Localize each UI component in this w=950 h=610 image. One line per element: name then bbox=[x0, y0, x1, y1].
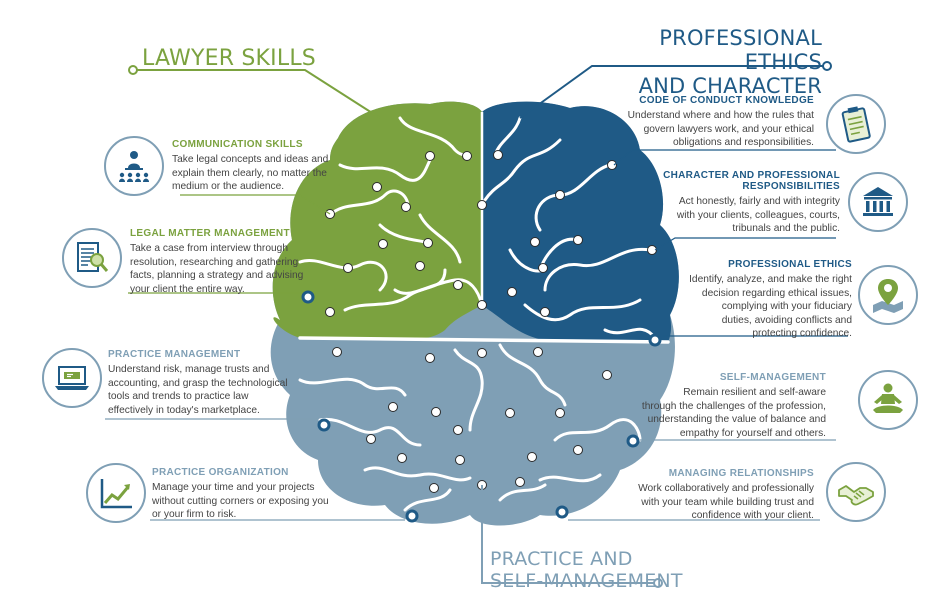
desc-line: Act honestly, fairly and with integrity bbox=[678, 196, 840, 207]
item-heading: MANAGING RELATIONSHIPS bbox=[668, 468, 814, 479]
desc-line: Understand where and how the rules that bbox=[627, 110, 814, 121]
item-heading: CODE OF CONDUCT KNOWLEDGE bbox=[639, 95, 814, 106]
presenter-icon bbox=[104, 136, 164, 196]
section-title-lawyer-skills: LAWYER SKILLS bbox=[142, 46, 316, 71]
desc-line: with your clients, colleagues, courts, bbox=[676, 209, 840, 221]
desc-line: effectively in today's marketplace. bbox=[108, 404, 260, 416]
desc-line: complying with your fiduciary bbox=[721, 301, 852, 313]
desc-line: your client the entire way. bbox=[130, 283, 245, 295]
heading-line: CHARACTER AND PROFESSIONAL bbox=[663, 170, 840, 181]
desc-line: govern lawyers work, and your ethical bbox=[643, 123, 814, 135]
brain-nodes bbox=[301, 150, 662, 523]
desc-line: or your firm to risk. bbox=[152, 509, 237, 521]
desc-line: tribunals and the public. bbox=[732, 223, 840, 235]
desc-line: Remain resilient and self-aware bbox=[683, 387, 826, 398]
section-title-line: SELF-MANAGEMENT bbox=[490, 570, 683, 592]
desc-line: duties, avoiding conflicts and bbox=[721, 314, 852, 326]
item-practice-management: PRACTICE MANAGEMENT Understand risk, man… bbox=[108, 349, 318, 417]
item-description: Take legal concepts and ideas and explai… bbox=[172, 153, 352, 194]
desc-line: accounting, and grasp the technological bbox=[108, 377, 288, 389]
desc-line: with your team while building trust and bbox=[641, 496, 814, 508]
item-managing-relationships: MANAGING RELATIONSHIPS Work collaborativ… bbox=[618, 468, 814, 523]
desc-line: Work collaboratively and professionally bbox=[638, 483, 814, 494]
section-title-line: AND CHARACTER bbox=[638, 74, 822, 98]
item-description: Understand where and how the rules that … bbox=[620, 109, 814, 150]
clipboard-icon bbox=[826, 94, 886, 154]
section-title-professional-ethics: PROFESSIONAL ETHICS AND CHARACTER bbox=[600, 26, 822, 98]
desc-line: without cutting corners or exposing you bbox=[152, 495, 329, 507]
item-description: Take a case from interview through resol… bbox=[130, 242, 320, 296]
item-self-management: SELF-MANAGEMENT Remain resilient and sel… bbox=[634, 372, 826, 440]
item-description: Manage your time and your projects witho… bbox=[152, 481, 342, 522]
section-title-practice: PRACTICE AND SELF-MANAGEMENT bbox=[490, 548, 683, 592]
desc-line: empathy for yourself and others. bbox=[679, 427, 826, 439]
item-description: Act honestly, fairly and with integrity … bbox=[628, 195, 840, 236]
desc-line: tools and trends to practice law bbox=[108, 391, 249, 403]
desc-line: medium or the audience. bbox=[172, 181, 285, 193]
desc-line: confidence with your client. bbox=[691, 510, 814, 522]
laptop-icon bbox=[42, 348, 102, 408]
item-legal-matter-management: LEGAL MATTER MANAGEMENT Take a case from… bbox=[130, 228, 320, 296]
map-pin-icon bbox=[858, 265, 918, 325]
item-practice-organization: PRACTICE ORGANIZATION Manage your time a… bbox=[152, 467, 342, 522]
item-character-responsibilities: CHARACTER AND PROFESSIONAL RESPONSIBILIT… bbox=[628, 170, 840, 236]
handshake-icon bbox=[826, 462, 886, 522]
heading-line: RESPONSIBILITIES bbox=[742, 181, 840, 192]
section-title-line: PROFESSIONAL ETHICS bbox=[659, 26, 822, 74]
item-description: Understand risk, manage trusts and accou… bbox=[108, 363, 318, 417]
desc-line: obligations and responsibilities. bbox=[672, 137, 814, 149]
desc-line: explain them clearly, no matter the bbox=[172, 167, 327, 179]
item-description: Work collaboratively and professionally … bbox=[618, 482, 814, 523]
desc-line: Take a case from interview through bbox=[130, 243, 288, 254]
item-description: Remain resilient and self-aware through … bbox=[634, 386, 826, 440]
desc-line: Understand risk, manage trusts and bbox=[108, 364, 270, 375]
desc-line: resolution, researching and gathering bbox=[130, 256, 299, 268]
item-description: Identify, analyze, and make the right de… bbox=[646, 273, 852, 341]
growth-chart-icon bbox=[86, 463, 146, 523]
document-search-icon bbox=[62, 228, 122, 288]
desc-line: understanding the value of balance and bbox=[647, 414, 826, 426]
desc-line: Manage your time and your projects bbox=[152, 482, 315, 493]
desc-line: facts, planning a strategy and advising bbox=[130, 270, 304, 282]
desc-line: protecting confidence. bbox=[752, 328, 852, 340]
item-heading: PRACTICE ORGANIZATION bbox=[152, 467, 289, 478]
desc-line: Take legal concepts and ideas and bbox=[172, 154, 329, 165]
desc-line: decision regarding ethical issues, bbox=[701, 287, 852, 299]
item-code-of-conduct: CODE OF CONDUCT KNOWLEDGE Understand whe… bbox=[620, 95, 814, 150]
desc-line: Identify, analyze, and make the right bbox=[689, 274, 852, 285]
brain-blue-lobe bbox=[482, 101, 679, 342]
item-heading: SELF-MANAGEMENT bbox=[719, 372, 826, 383]
desc-line: through the challenges of the profession… bbox=[641, 400, 826, 412]
courthouse-icon bbox=[848, 172, 908, 232]
item-heading: COMMUNICATION SKILLS bbox=[172, 139, 303, 150]
section-title-line: PRACTICE AND bbox=[490, 548, 633, 570]
item-communication-skills: COMMUNICATION SKILLS Take legal concepts… bbox=[172, 139, 352, 194]
item-heading: LEGAL MATTER MANAGEMENT bbox=[130, 228, 290, 239]
item-professional-ethics: PROFESSIONAL ETHICS Identify, analyze, a… bbox=[646, 259, 852, 341]
item-heading: CHARACTER AND PROFESSIONAL RESPONSIBILIT… bbox=[628, 170, 840, 192]
item-heading: PROFESSIONAL ETHICS bbox=[728, 259, 852, 270]
item-heading: PRACTICE MANAGEMENT bbox=[108, 349, 241, 360]
meditation-icon bbox=[858, 370, 918, 430]
